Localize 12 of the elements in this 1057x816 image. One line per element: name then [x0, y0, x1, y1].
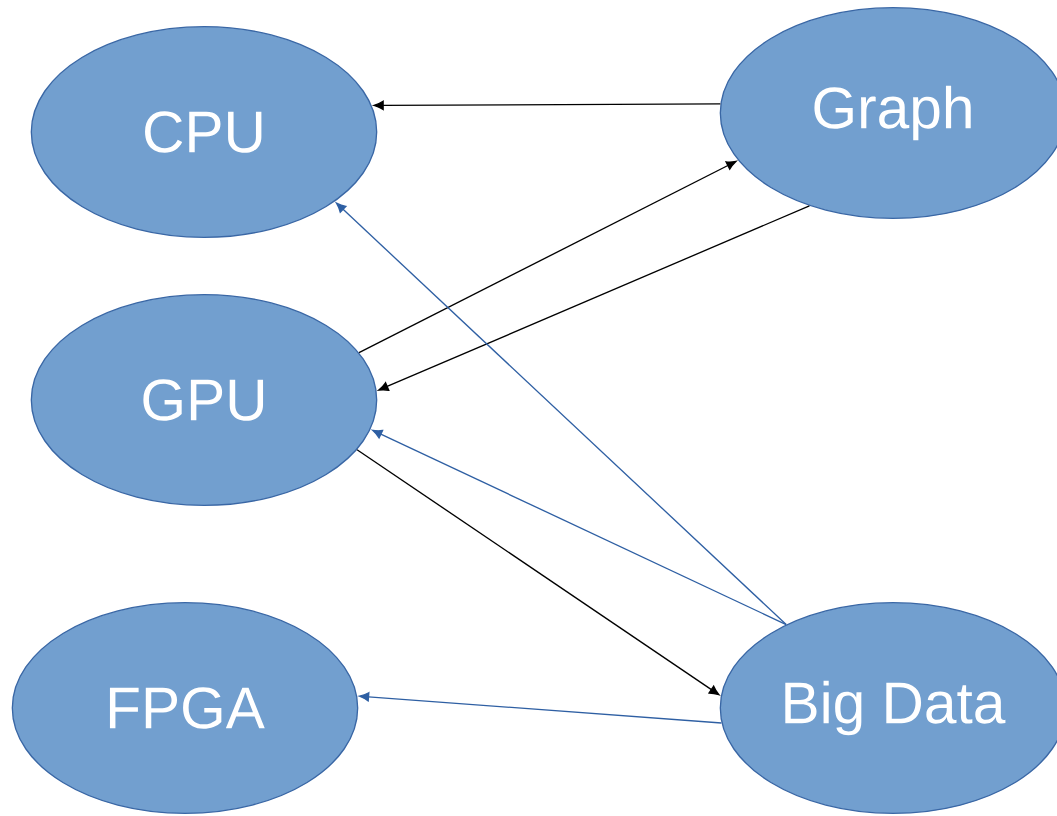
- ellipse-node: Graph: [719, 7, 1057, 219]
- ellipse-node: Big Data: [719, 602, 1057, 814]
- arrow: [372, 429, 787, 626]
- ellipse-node: FPGA: [11, 602, 359, 814]
- ellipse-node: GPU: [30, 294, 378, 506]
- arrow: [358, 160, 737, 354]
- arrow: [356, 449, 720, 696]
- arrow: [373, 100, 721, 111]
- arrow: [335, 202, 787, 626]
- arrow: [378, 205, 811, 391]
- arrow: [358, 692, 723, 724]
- ellipse-node: CPU: [30, 26, 378, 238]
